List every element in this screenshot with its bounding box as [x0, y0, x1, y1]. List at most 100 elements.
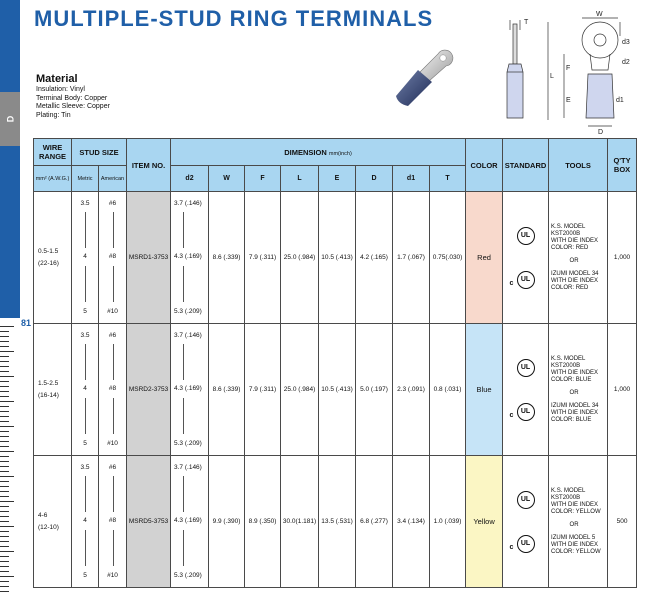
tools-or: OR — [569, 257, 579, 264]
ruler-tick — [0, 486, 9, 487]
metric-stud: 4 — [83, 385, 87, 392]
ruler-tick — [0, 466, 9, 467]
item-number: MSRD5-3753 — [126, 455, 172, 588]
section-tab[interactable]: D — [0, 92, 20, 146]
metric-stud-cell: 3.5 4 5 — [71, 323, 99, 456]
w-value: 9.9 (.390) — [208, 455, 246, 588]
spec-table: WIRE RANGE STUD SIZE ITEM NO. DIMENSION … — [33, 138, 638, 588]
tools-line: WITH DIE INDEX — [551, 409, 599, 416]
ruler-tick — [0, 461, 9, 462]
ul-text: UL — [520, 363, 531, 371]
d2-value: 3.7 (.146) — [174, 464, 202, 471]
header-d: D — [355, 165, 394, 192]
header-qty: Q'TY BOX — [607, 138, 638, 192]
d2-cell: 3.7 (.146) 4.3 (.169) 5.3 (.209) — [170, 455, 210, 588]
wire-awg: (16-14) — [38, 391, 59, 399]
ruler-tick — [0, 511, 9, 512]
ruler-tick — [0, 341, 9, 342]
ruler-tick — [0, 516, 9, 517]
american-stud: #8 — [108, 517, 117, 524]
ruler-tick — [0, 556, 9, 557]
metric-stud: 5 — [83, 572, 87, 579]
tools-cell: K.S. MODEL KST2000B WITH DIE INDEX COLOR… — [548, 455, 609, 588]
diagram-label-d: D — [598, 129, 603, 134]
header-l: L — [280, 165, 320, 192]
tools-line: IZUMI MODEL 5 — [551, 534, 596, 541]
page-title: MULTIPLE-STUD RING TERMINALS — [34, 6, 434, 31]
ruler-tick — [0, 356, 9, 357]
tools-cell: K.S. MODEL KST2000B WITH DIE INDEX COLOR… — [548, 323, 609, 456]
qty-value: 1,000 — [607, 323, 638, 456]
ruler-tick — [0, 471, 9, 472]
ruler-tick — [0, 401, 14, 402]
ruler-tick — [0, 496, 9, 497]
d-value: 4.2 (.165) — [355, 191, 394, 324]
ruler-tick — [0, 376, 14, 377]
terminal-photo — [396, 49, 454, 106]
tools-line: IZUMI MODEL 34 — [551, 402, 599, 409]
tools-line: IZUMI MODEL 34 — [551, 270, 599, 277]
diagram-label-d3: d3 — [622, 39, 630, 46]
tools-line: COLOR: YELLOW — [551, 548, 601, 555]
tools-line: K.S. MODEL — [551, 487, 586, 494]
diagram-label-d2: d2 — [622, 59, 630, 66]
edge-ruler — [0, 326, 20, 595]
tools-line: COLOR: RED — [551, 284, 589, 291]
f-value: 7.9 (.311) — [244, 191, 282, 324]
d2-cell: 3.7 (.146) 4.3 (.169) 5.3 (.209) — [170, 323, 210, 456]
ruler-tick — [0, 431, 9, 432]
header-stud-size: STUD SIZE — [70, 138, 128, 166]
ruler-tick — [0, 576, 14, 577]
diagram-label-f: F — [566, 65, 570, 72]
ruler-tick — [0, 586, 9, 587]
tools-line: WITH DIE INDEX — [551, 541, 599, 548]
color-value: Red — [465, 191, 504, 324]
metric-stud: 5 — [83, 440, 87, 447]
metric-stud: 3.5 — [80, 464, 90, 471]
d1-value: 1.7 (.067) — [392, 191, 431, 324]
ul-text: UL — [520, 275, 531, 283]
item-number: MSRD1-3753 — [126, 191, 172, 324]
d1-value: 3.4 (.134) — [392, 455, 431, 588]
ruler-tick — [0, 536, 9, 537]
d2-value: 5.3 (.209) — [174, 572, 202, 579]
ruler-tick — [0, 531, 9, 532]
ruler-tick — [0, 366, 9, 367]
header-item-no: ITEM NO. — [126, 138, 172, 192]
header-t: T — [429, 165, 467, 192]
ruler-tick — [0, 421, 9, 422]
ruler-tick — [0, 506, 9, 507]
tools-line: COLOR: BLUE — [551, 376, 592, 383]
material-heading: Material — [36, 73, 78, 85]
ruler-tick — [0, 561, 9, 562]
color-value: Blue — [465, 323, 504, 456]
d-value: 6.8 (.277) — [355, 455, 394, 588]
ruler-tick — [0, 581, 9, 582]
header-e: E — [318, 165, 357, 192]
metric-stud-cell: 3.5 4 5 — [71, 191, 99, 324]
ruler-tick — [0, 336, 9, 337]
ruler-tick — [0, 491, 9, 492]
item-number: MSRD2-3753 — [126, 323, 172, 456]
header-dimension-unit: mm(inch) — [328, 150, 352, 157]
ruler-tick — [0, 441, 9, 442]
header-tools: TOOLS — [548, 138, 609, 192]
diagram-label-d1: d1 — [616, 97, 624, 104]
ruler-tick — [0, 571, 9, 572]
american-stud: #10 — [107, 308, 118, 315]
dimension-diagram: T W d3 d2 F L E d1 D — [506, 11, 630, 134]
material-line: Plating: Tin — [36, 111, 71, 119]
ruler-tick — [0, 591, 9, 592]
wire-range-cell: 4-6 (12-10) — [33, 455, 72, 588]
t-value: 0.8 (.031) — [429, 323, 467, 456]
american-stud: #6 — [108, 332, 117, 339]
tools-or: OR — [569, 389, 579, 396]
ul-listed-icon: UL — [516, 490, 535, 509]
material-block: Material Insulation: Vinyl Terminal Body… — [36, 73, 110, 120]
ruler-tick — [0, 386, 9, 387]
ul-text: UL — [520, 231, 531, 239]
d2-value: 4.3 (.169) — [174, 385, 202, 392]
